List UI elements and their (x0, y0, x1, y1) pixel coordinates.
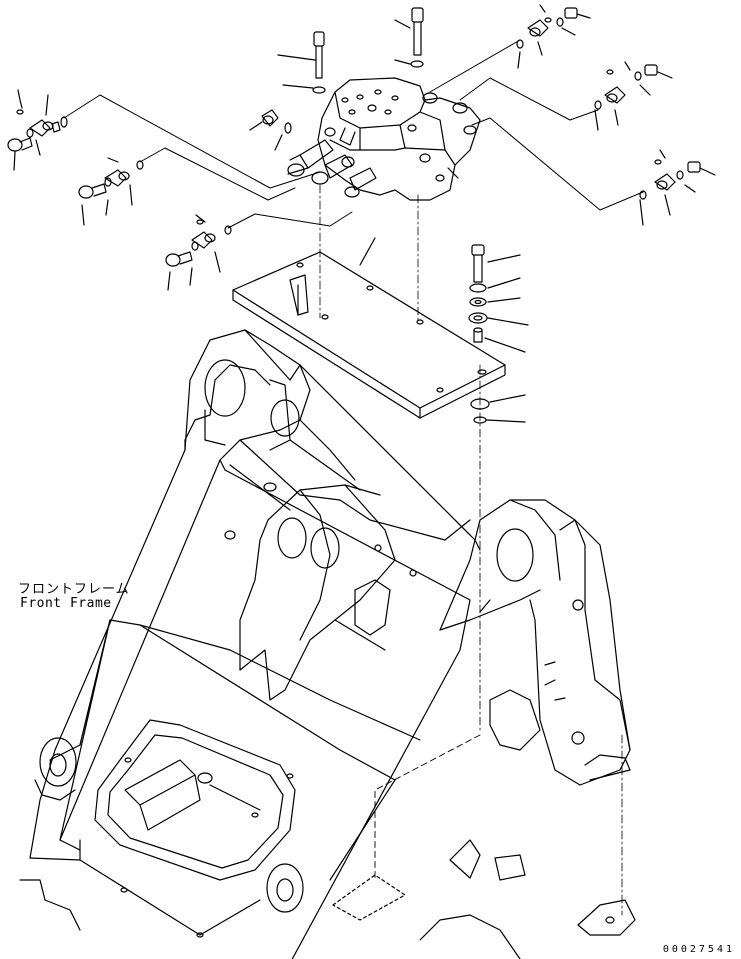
control-valve (287, 77, 481, 201)
centerlines (319, 184, 623, 916)
frame-label-english: Front Frame (20, 596, 112, 611)
right-frame-arm (439, 499, 631, 786)
hose-leader-lines (63, 39, 644, 229)
fitting-group-upper-right (516, 4, 591, 69)
fitting-group-right-mid (594, 61, 673, 131)
drawing-number: 00027541 (662, 944, 735, 955)
valve-bolt-center (410, 7, 424, 68)
valve-bolt-left (312, 31, 326, 94)
fitting-group-mid-left (78, 157, 144, 226)
fitting-group-right-lower (639, 149, 716, 226)
valve-mounting-plate (232, 237, 506, 419)
fitting-group-lower-left (165, 214, 232, 291)
fitting-group-valve-port (249, 109, 292, 151)
hidden-lines (374, 734, 481, 881)
frame-label-japanese: フロントフレーム (18, 582, 130, 597)
fitting-group-upper-left (7, 89, 68, 171)
front-frame (19, 329, 636, 959)
bolt-washer-stack (468, 244, 529, 424)
